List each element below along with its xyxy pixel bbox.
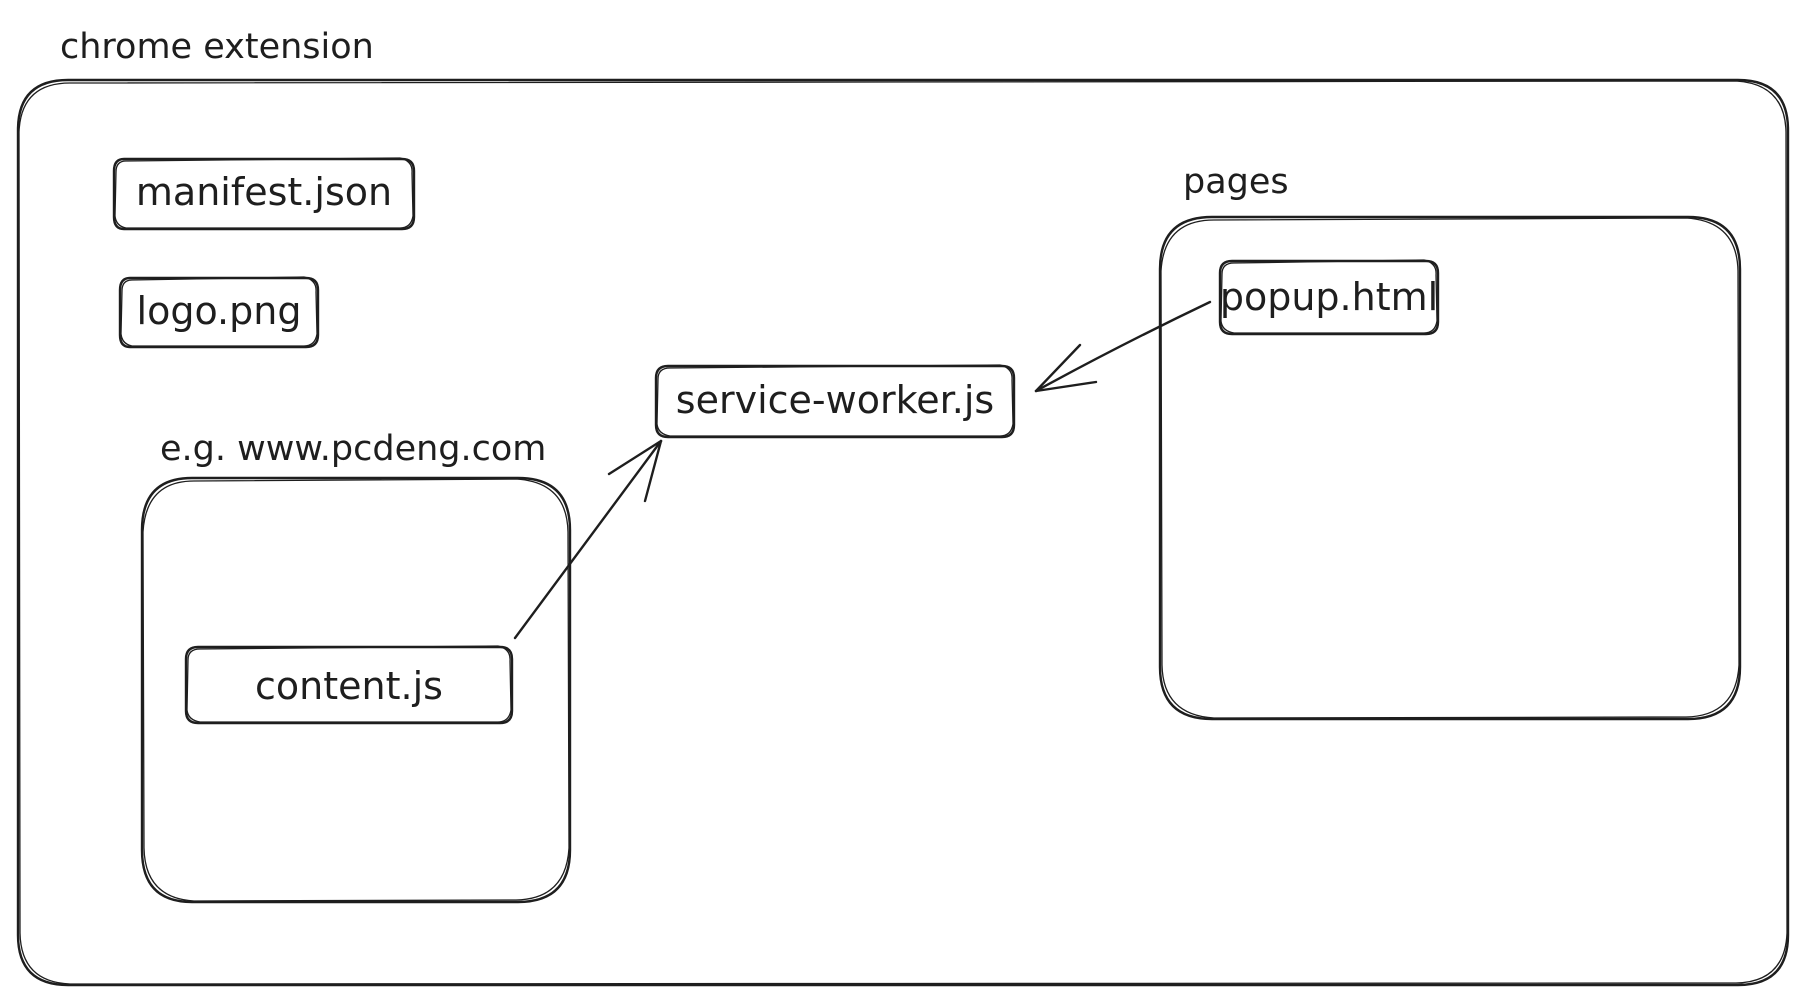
pages-title: pages: [1183, 162, 1289, 202]
logo-png-label: logo.png: [137, 289, 302, 333]
pages-frame: [1158, 215, 1742, 721]
content-js-node: content.js: [184, 645, 514, 725]
web-page-frame: [140, 476, 572, 904]
popup-html-node: popup.html: [1218, 259, 1440, 336]
chrome-extension-frame: [16, 78, 1790, 987]
manifest-json-node: manifest.json: [112, 157, 416, 231]
web-page-title: e.g. www.pcdeng.com: [160, 429, 546, 469]
service-worker-js-node: service-worker.js: [654, 364, 1016, 439]
manifest-json-label: manifest.json: [136, 170, 392, 214]
content-js-label: content.js: [255, 664, 443, 708]
chrome-extension-title: chrome extension: [60, 27, 374, 67]
popup-html-label: popup.html: [1220, 275, 1438, 319]
arrow-popup-to-service-worker: [1034, 300, 1212, 393]
arrow-content-to-service-worker: [513, 439, 663, 640]
service-worker-js-label: service-worker.js: [676, 378, 994, 422]
logo-png-node: logo.png: [118, 276, 320, 349]
